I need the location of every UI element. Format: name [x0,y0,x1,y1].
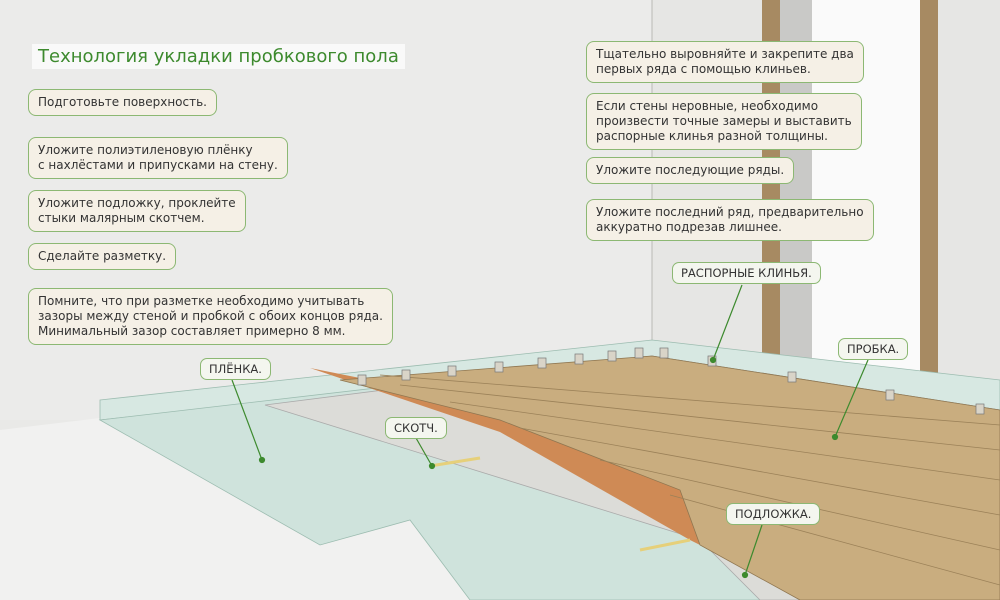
step-uneven-walls: Если стены неровные, необходимо произвес… [586,93,862,150]
tape-strip [429,456,481,468]
label-film: ПЛЁНКА. [200,358,271,380]
tape-strip-2 [639,538,691,552]
step-lay-film: Уложите полиэтиленовую плёнку с нахлёста… [28,137,288,179]
step-first-rows: Тщательно выровняйте и закрепите два пер… [586,41,864,83]
step-gap-note: Помните, что при разметке необходимо учи… [28,288,393,345]
step-last-row: Уложите последний ряд, предварительно ак… [586,199,874,241]
cork-layer [339,355,1000,600]
page-title: Технология укладки пробкового пола [32,44,405,69]
step-prepare-surface: Подготовьте поверхность. [28,89,217,116]
label-underlay: ПОДЛОЖКА. [726,503,821,525]
step-lay-underlay: Уложите подложку, проклейте стыки малярн… [28,190,246,232]
label-tape: СКОТЧ. [385,417,447,439]
label-cork: ПРОБКА. [838,338,909,360]
callout-lines [231,284,869,579]
step-marking: Сделайте разметку. [28,243,177,270]
step-next-rows: Уложите последующие ряды. [586,157,795,184]
label-wedges: РАСПОРНЫЕ КЛИНЬЯ. [672,262,821,284]
door-frame-right [920,0,938,388]
wedges [357,347,985,415]
